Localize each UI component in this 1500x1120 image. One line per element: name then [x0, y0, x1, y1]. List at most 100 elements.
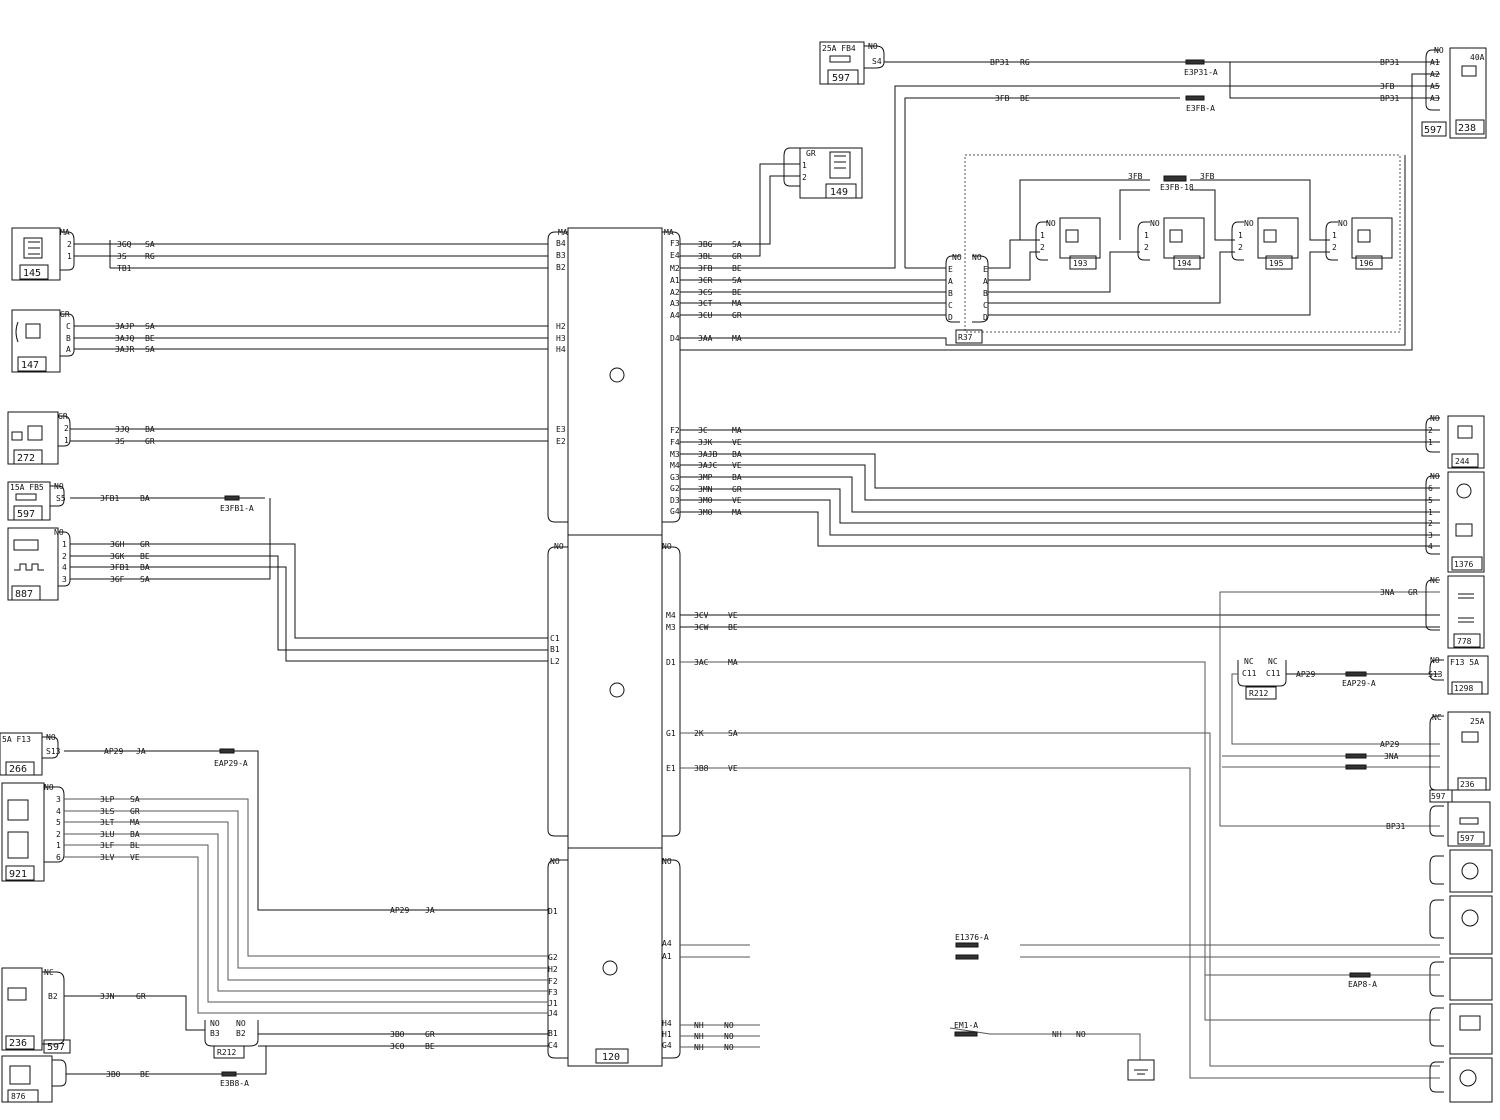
component-number: 145: [23, 268, 41, 279]
component-597-fb4: 25A FB4 NO S4 597: [819, 41, 885, 85]
wire-label: 3AA: [698, 334, 713, 343]
pin-label: 1: [64, 436, 69, 445]
ecu-conn-label: MA: [558, 228, 568, 237]
splice-label: E3B8-A: [220, 1079, 249, 1088]
pin-label: 1: [1332, 231, 1337, 240]
ecu-pin: B3: [556, 251, 566, 260]
component-272: GR 2 1 272: [7, 411, 71, 465]
ecu-pin: G2: [670, 484, 680, 493]
ecu-pin: A2: [670, 288, 680, 297]
pin-label: NO: [210, 1019, 220, 1028]
pin-label: 1: [56, 841, 61, 850]
fuse-rating: F13 5A: [1450, 658, 1479, 667]
wire-label: 3LT: [100, 818, 115, 827]
wire-label: 3GK: [110, 552, 125, 561]
ecu-symbol-3: [602, 960, 618, 976]
wire-label: 3FB1: [100, 494, 119, 503]
wire-label: 2K: [694, 729, 704, 738]
component-lower-right-3: [1429, 957, 1493, 1001]
pin-label: NO: [44, 783, 54, 792]
splice-label: E3P31-A: [1184, 68, 1218, 77]
wire-label: MA: [732, 508, 742, 517]
wire-label: VE: [728, 764, 738, 773]
wire-label: 3CO: [390, 1042, 405, 1051]
pin-label: 2: [1040, 243, 1045, 252]
ecu-pin: H4: [662, 1019, 672, 1028]
wire-label: SA: [140, 575, 150, 584]
splice-e3p31: [1185, 59, 1205, 65]
wire-label: SA: [145, 322, 155, 331]
wire-label: 3BO: [390, 1030, 405, 1039]
wire-label: SA: [145, 240, 155, 249]
splice-e3fb18: [1163, 175, 1187, 182]
wire-label: MA: [732, 334, 742, 343]
ecu-pin: C4: [548, 1041, 558, 1050]
wire-label: BP31: [1386, 822, 1405, 831]
wire-label: BE: [140, 1070, 150, 1079]
ecu-pin: E3: [556, 425, 566, 434]
pin-label: C: [66, 322, 71, 331]
ecu-right-pins: F3 E4 M2 A1 A2 A3 A4 D4 F2 F4 M3 M4 G3 G…: [662, 239, 680, 1050]
pin-label: B2: [236, 1029, 246, 1038]
component-number: 266: [9, 764, 27, 775]
wire-label: BA: [130, 830, 140, 839]
wire-label: 3CV: [694, 611, 709, 620]
pin-label: S5: [56, 494, 66, 503]
wire-label: 3BL: [698, 252, 713, 261]
component-number: 778: [1457, 637, 1472, 646]
wire-label: AP29: [1296, 670, 1315, 679]
ecu-pin: D3: [670, 496, 680, 505]
component-1298: F13 5A NO S13 1298: [1428, 655, 1489, 695]
ecu-symbol-1: [609, 367, 625, 383]
pin-label: A1: [1430, 58, 1440, 67]
component-778: NC 778: [1425, 575, 1485, 649]
component-number: 244: [1455, 457, 1470, 466]
pin-label: 1: [1238, 231, 1243, 240]
wire-label: VE: [728, 611, 738, 620]
component-number: 597: [832, 73, 850, 84]
pin-label: 2: [802, 173, 807, 182]
ecu-pin: E2: [556, 437, 566, 446]
ecu-pin: M4: [670, 461, 680, 470]
component-149: GR 1 2 149: [783, 147, 863, 199]
wire-label: MA: [732, 426, 742, 435]
splice-label: EAP8-A: [1348, 980, 1377, 989]
component-lower-right-4: [1429, 1003, 1493, 1055]
component-number: 272: [17, 453, 35, 464]
pin-label: C: [948, 301, 953, 310]
wire-label: MA: [732, 299, 742, 308]
wire-label: 3AJC: [698, 461, 717, 470]
component-597-right: 597: [1429, 801, 1491, 847]
ecu-number: 120: [602, 1052, 620, 1063]
wire-label: NO: [724, 1032, 734, 1041]
ecu-pin: H3: [556, 334, 566, 343]
splice-label: E3FB-A: [1186, 104, 1215, 113]
pin-label: A3: [1430, 94, 1440, 103]
pin-label: S13: [46, 747, 61, 756]
splice-e3na: [1345, 753, 1367, 759]
pin-label: NC: [1268, 657, 1278, 666]
pin-label: NO: [868, 42, 878, 51]
pin-label: 3: [1428, 531, 1433, 540]
pin-label: 2: [1144, 243, 1149, 252]
wire-label: BE: [1020, 94, 1030, 103]
pin-label: A: [66, 345, 71, 354]
component-lower-right-1: [1429, 849, 1493, 893]
wire-label: BP31: [1380, 94, 1399, 103]
wire-label: AP29: [1380, 740, 1399, 749]
component-238: 40A NO A1 A2 A5 A3 597 238: [1421, 46, 1487, 139]
fuse-rating: 40A: [1470, 53, 1485, 62]
splice-label: EAP29-A: [1342, 679, 1376, 688]
wire-label: BE: [728, 623, 738, 632]
pin-label: MA: [60, 228, 70, 237]
pin-label: 3: [56, 795, 61, 804]
wire-label: MA: [130, 818, 140, 827]
component-number: 921: [9, 869, 27, 880]
ecu-pin: H4: [556, 345, 566, 354]
wire-label: 3FB1: [110, 563, 129, 572]
wire-label: 3GQ: [117, 240, 132, 249]
wire-label: 3LS: [100, 807, 115, 816]
ecu-pin: M2: [670, 264, 680, 273]
wire-label: 3B8: [694, 764, 709, 773]
